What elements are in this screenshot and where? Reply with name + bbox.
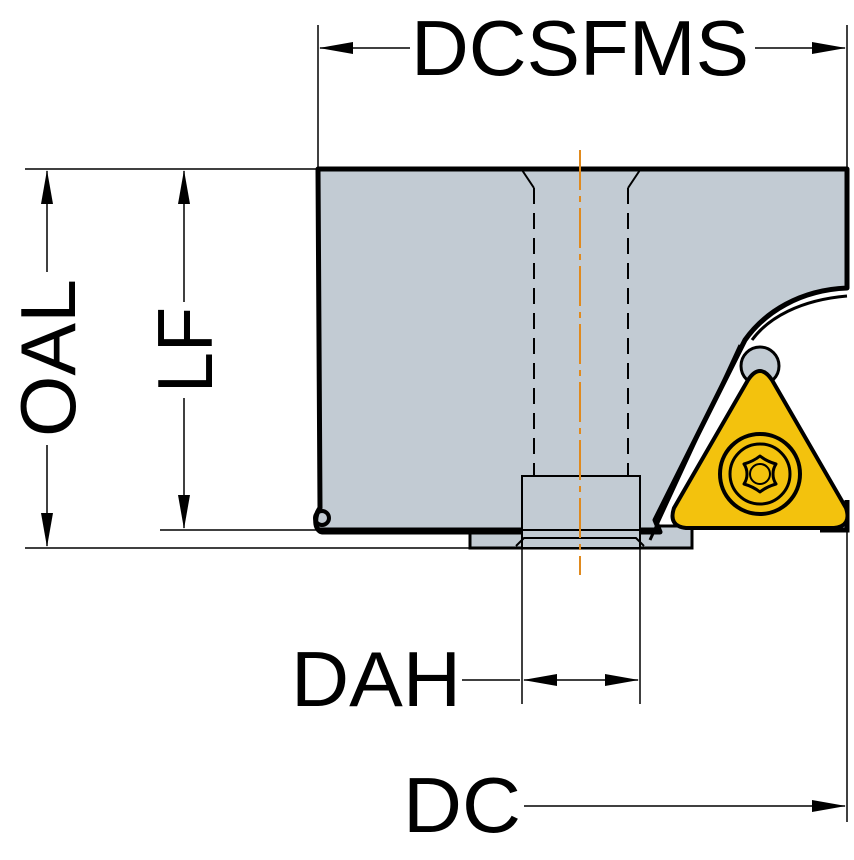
oal-label: OAL xyxy=(4,279,92,437)
dcsfms-label: DCSFMS xyxy=(411,4,749,92)
triangular-insert-icon xyxy=(670,345,850,530)
hidden-hole xyxy=(521,169,641,476)
dah-label: DAH xyxy=(291,635,461,723)
dimension-lines xyxy=(41,41,846,812)
torx-screw-icon xyxy=(718,432,802,516)
corner-fillet xyxy=(313,509,331,527)
dc-label: DC xyxy=(403,761,521,849)
chip-flute xyxy=(750,294,848,341)
pocket-edge xyxy=(648,344,742,541)
lf-label: LF xyxy=(141,307,229,393)
extension-lines xyxy=(25,25,848,822)
